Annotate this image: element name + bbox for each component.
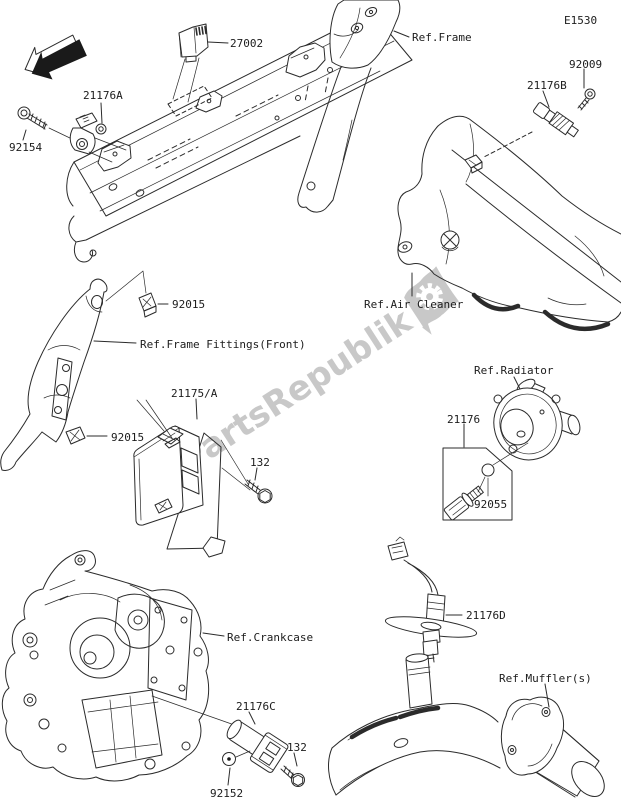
ref-label-crankcase: Ref.Crankcase: [227, 631, 314, 644]
part-label-21176a: 21176A: [83, 89, 123, 102]
muffler-drawing: [328, 696, 605, 798]
muffler-end-cap: [571, 761, 605, 797]
diagram-code: E1530: [564, 14, 598, 27]
ecu-connector-2: [181, 469, 200, 495]
air-cleaner-shadow-2: [542, 309, 611, 332]
ref-label-muffler: Ref.Muffler(s): [499, 672, 592, 685]
part-label-92015-mid: 92015: [111, 431, 145, 444]
crankcase-sensor-line: [151, 695, 244, 729]
leader-lines: [22, 30, 585, 786]
part-label-132-ecu: 132: [250, 456, 270, 469]
air-cleaner-screw: [440, 230, 460, 252]
ecu-lower-tab: [154, 498, 173, 514]
frame-downtube: [297, 66, 372, 213]
bolt-132-crank-drawing: [280, 765, 305, 787]
bracket-slot: [51, 357, 73, 421]
clip-92015-lower: [65, 426, 86, 445]
grommet-92152: [222, 752, 236, 766]
bolt-132-ecu-drawing: [244, 479, 273, 504]
sensor-b-axis-dashed: [483, 131, 533, 158]
crankcase-gasket-face: [147, 597, 193, 701]
sensor-21176b-drawing: [533, 102, 579, 138]
crankcase-drawing: [1, 536, 244, 782]
ecu-mount-lines: [136, 399, 173, 439]
relay-mount-lines: [172, 57, 200, 103]
ref-label-frame: Ref.Frame: [412, 31, 472, 44]
sensor-21176c-drawing: [222, 719, 305, 787]
ref-label-air-cleaner: Ref.Air Cleaner: [364, 298, 464, 311]
frame-rail-beam: [73, 11, 413, 217]
part-label-21176c: 21176C: [236, 700, 276, 713]
part-label-92009: 92009: [569, 58, 603, 71]
relay-mount-outline: [167, 85, 213, 117]
air-cleaner-shadow-1: [471, 292, 521, 312]
ecu-21175-drawing: [133, 399, 251, 550]
frame-rail-holes: [89, 67, 333, 257]
frame-rail-drawing: [66, 11, 413, 263]
ecu-bolt-lines: [220, 439, 251, 491]
part-label-21175: 21175/A: [171, 387, 218, 400]
part-label-92152: 92152: [210, 787, 244, 800]
part-label-132-crank: 132: [287, 741, 307, 754]
air-cleaner-drawing: [397, 115, 621, 332]
ref-label-radiator: Ref.Radiator: [474, 364, 554, 377]
screw-92009-drawing: [577, 88, 596, 111]
part-label-92154: 92154: [9, 141, 43, 154]
frame-rail-left-end: [66, 135, 301, 263]
clip-mount-lines: [105, 270, 147, 302]
frame-rail-hidden-dashes: [147, 77, 329, 169]
part-label-27002: 27002: [230, 37, 264, 50]
ecu-connector-1: [180, 447, 199, 474]
sensor-21176a-drawing: [69, 112, 127, 163]
ref-label-frame-fittings: Ref.Frame Fittings(Front): [140, 338, 306, 351]
o2-cable: [403, 559, 439, 596]
ecu-front-face: [133, 425, 184, 526]
crankcase-pan: [81, 689, 163, 769]
pipe-shadow-2: [397, 705, 441, 720]
part-label-21176b: 21176B: [527, 79, 567, 92]
callout-box: [442, 447, 513, 521]
air-cleaner-clip: [464, 154, 483, 174]
frame-gusset-drawing: [297, 0, 401, 213]
oring-92055: [481, 463, 495, 477]
part-label-92055: 92055: [474, 498, 508, 511]
frame-fittings-bracket-drawing: [0, 278, 108, 471]
o2-connector: [387, 541, 409, 561]
sensor-21176d-drawing: [384, 536, 478, 709]
part-label-21176d: 21176D: [466, 609, 506, 622]
watermark: PartsRepublik: [168, 263, 471, 487]
radiator-fitting-drawing: [493, 378, 581, 461]
front-arrow-icon: FRONT: [24, 34, 87, 80]
relay-contact-stripes: [195, 25, 207, 36]
pipe-shadow-1: [349, 715, 399, 740]
crankcase-top-bracket: [202, 536, 226, 558]
clip-92015-upper: [105, 270, 157, 318]
flag-with-gear-icon: [404, 266, 460, 335]
muffler-flange: [500, 696, 565, 776]
relay-27002-drawing: [167, 23, 213, 117]
part-label-21176: 21176: [447, 413, 481, 426]
screw-92154-drawing: [17, 106, 73, 140]
sensor-21176-callout: [442, 442, 529, 521]
part-label-92015-top: 92015: [172, 298, 206, 311]
